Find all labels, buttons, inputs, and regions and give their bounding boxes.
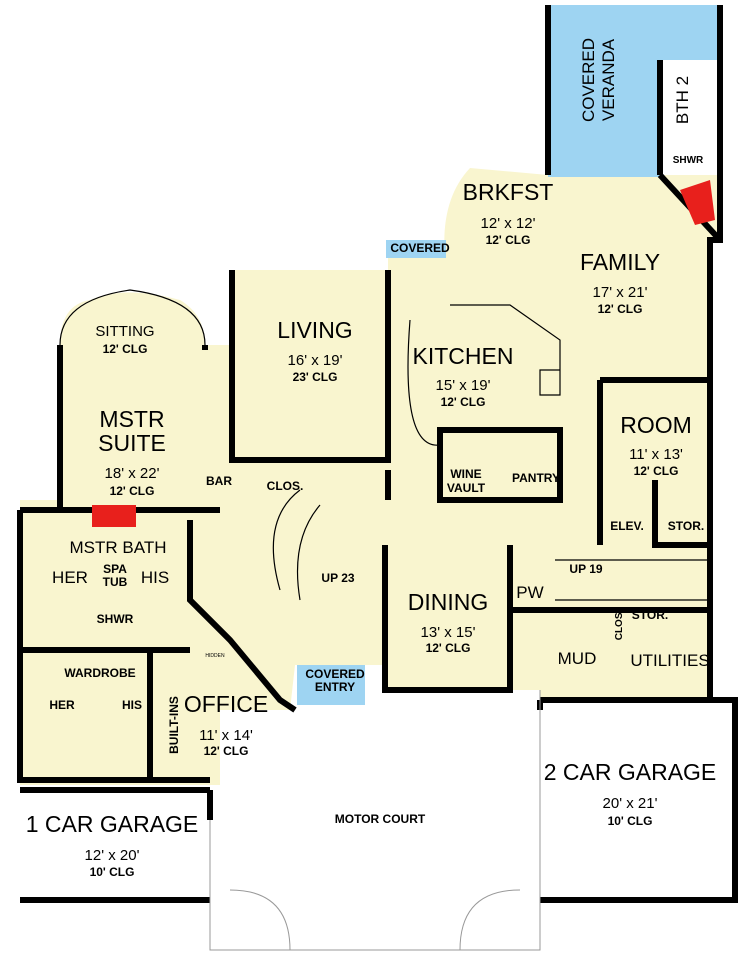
mstr-suite-label: SUITE (98, 430, 166, 456)
garage1-label: 1 CAR GARAGE (26, 811, 199, 837)
veranda-label: VERANDA (599, 38, 618, 121)
mstr-bath-her-label: HER (52, 568, 88, 587)
utilities-label: UTILITIES (630, 651, 709, 670)
fireplace-icon (92, 505, 136, 527)
kitchen-ceiling: 12' CLG (441, 395, 486, 409)
garage1-ceiling: 10' CLG (90, 865, 135, 879)
walls (17, 5, 738, 903)
sitting-ceiling: 12' CLG (103, 342, 148, 356)
veranda-label: COVERED (579, 38, 598, 122)
kitchen-label: KITCHEN (413, 343, 514, 369)
pantry-label: PANTRY (512, 471, 560, 485)
stairs-up-label: UP 23 (321, 571, 354, 585)
family-ceiling: 12' CLG (598, 302, 643, 316)
covered-entry-label: COVERED (305, 667, 365, 681)
living-ceiling: 23' CLG (293, 370, 338, 384)
garage1-dims: 12' x 20' (85, 847, 140, 864)
living-label: LIVING (277, 317, 352, 343)
dining-ceiling: 12' CLG (426, 641, 471, 655)
interior-fill (20, 168, 720, 785)
mstr-suite-dims: 18' x 22' (105, 465, 160, 482)
office-dims: 11' x 14' (199, 727, 253, 744)
wine-vault-label: WINE (450, 467, 481, 481)
spa-tub-label: SPA (103, 562, 127, 576)
garage2-dims: 20' x 21' (603, 795, 658, 812)
covered-porch-label: COVERED (390, 241, 450, 255)
room-labels: COVERED VERANDA BTH 2 SHWR BRKFST 12' x … (26, 38, 717, 879)
office-label: OFFICE (184, 691, 268, 717)
covered-veranda-area (548, 5, 660, 177)
mstr-suite-label: MSTR (99, 406, 164, 432)
mstr-suite-ceiling: 12' CLG (110, 484, 155, 498)
closet-label: CLOS. (614, 610, 625, 641)
fixtures (59, 289, 710, 951)
covered-porch-area (386, 240, 446, 258)
storage-label: STOR. (632, 608, 668, 622)
brkfst-dims: 12' x 12' (481, 215, 536, 232)
mstr-bath-label: MSTR BATH (70, 538, 167, 557)
living-dims: 16' x 19' (288, 352, 343, 369)
mud-room-label: MUD (558, 649, 597, 668)
wardrobe-his-label: HIS (122, 698, 142, 712)
stairs-up-label: UP 19 (569, 562, 602, 576)
motor-court-label: MOTOR COURT (335, 812, 426, 826)
bath2-label: BTH 2 (673, 76, 692, 124)
wardrobe-label: WARDROBE (64, 666, 135, 680)
office-ceiling: 12' CLG (204, 744, 249, 758)
built-ins-label: BUILT-INS (167, 696, 181, 754)
wardrobe-her-label: HER (49, 698, 75, 712)
shower-label: SHWR (97, 612, 134, 626)
wine-vault-label: VAULT (447, 481, 486, 495)
family-label: FAMILY (580, 249, 660, 275)
room-dims: 11' x 13' (629, 446, 683, 463)
bath2-shower-label: SHWR (673, 155, 704, 166)
storage-label: STOR. (668, 519, 704, 533)
covered-veranda-area (660, 5, 718, 60)
bar-label: BAR (206, 474, 232, 488)
dining-label: DINING (408, 589, 489, 615)
kitchen-dims: 15' x 19' (436, 377, 491, 394)
garage2-label: 2 CAR GARAGE (544, 759, 717, 785)
room-label: ROOM (620, 412, 692, 438)
covered-entry-label: ENTRY (315, 680, 355, 694)
elevator-label: ELEV. (610, 519, 644, 533)
brkfst-ceiling: 12' CLG (486, 233, 531, 247)
powder-room-label: PW (516, 583, 543, 602)
covered-entry-area (297, 665, 365, 705)
dining-dims: 13' x 15' (421, 624, 476, 641)
closet-label: CLOS. (267, 479, 304, 493)
spa-tub-label: TUB (103, 575, 128, 589)
garage2-ceiling: 10' CLG (608, 814, 653, 828)
family-dims: 17' x 21' (593, 284, 648, 301)
sitting-label: SITTING (95, 323, 154, 340)
hidden-door-label: HIDDEN (205, 653, 225, 659)
room-ceiling: 12' CLG (634, 464, 679, 478)
brkfst-label: BRKFST (463, 179, 554, 205)
mstr-bath-his-label: HIS (141, 568, 169, 587)
fireplace-icon (680, 180, 715, 225)
